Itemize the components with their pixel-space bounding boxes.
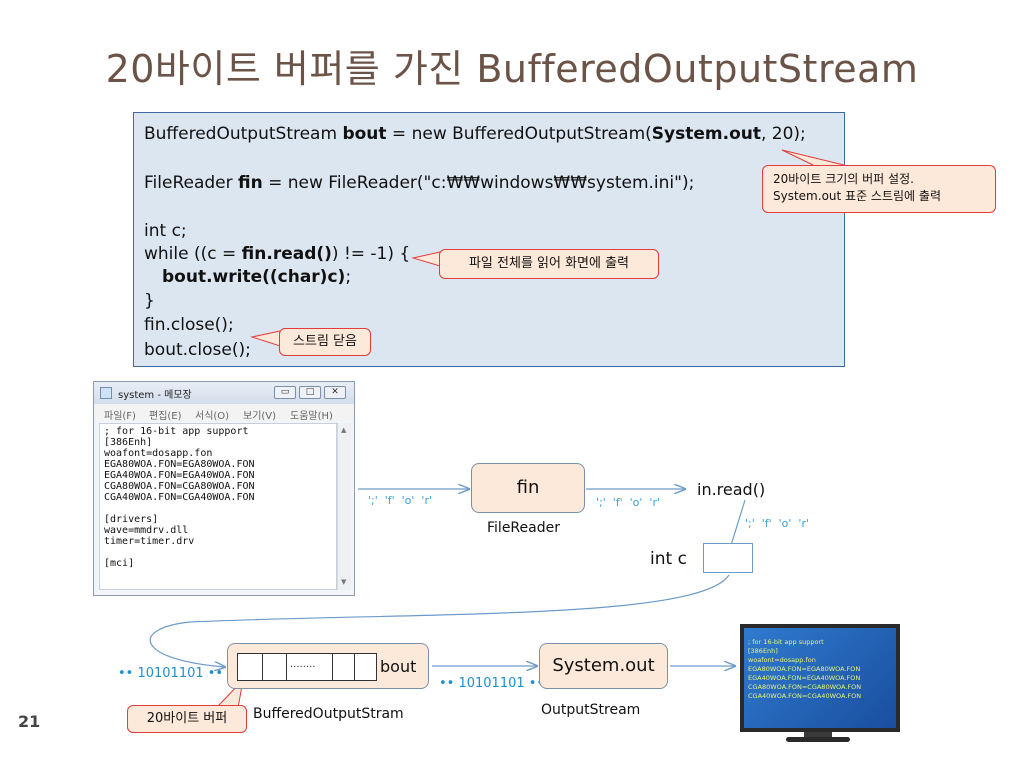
monitor-neck (804, 732, 832, 738)
notepad-line: timer=timer.drv (104, 536, 195, 547)
code-text: = new BufferedOutputStream( (386, 124, 652, 144)
notepad-line: CGA40WOA.FON=CGA40WOA.FON (104, 492, 255, 503)
minimize-button[interactable]: ▭ (274, 386, 296, 399)
callout-text: 20바이트 크기의 버퍼 설정. (773, 172, 914, 186)
code-text: BufferedOutputStream (144, 124, 343, 144)
bits-mid: •• 10101101 •• (439, 676, 545, 691)
maximize-button[interactable]: □ (299, 386, 321, 399)
menu-format[interactable]: 서식(O) (195, 411, 230, 422)
callout-text: System.out 표준 스트림에 출력 (773, 189, 941, 203)
notepad-text-area[interactable]: ; for 16-bit app support [386Enh] woafon… (99, 423, 337, 590)
code-bold: System.out (651, 124, 761, 144)
code-text: , 20); (760, 124, 806, 144)
scroll-up-icon[interactable]: ▲ (341, 426, 347, 434)
bout-label: bout (380, 657, 417, 676)
code-line-7: fin.close(); (144, 315, 234, 335)
menu-edit[interactable]: 편집(E) (149, 411, 182, 422)
menu-view[interactable]: 보기(V) (243, 411, 277, 422)
bits-left: •• 10101101 •• (118, 666, 224, 681)
callout-close: 스트림 닫음 (279, 328, 371, 356)
buffer-dots: ........ (290, 659, 316, 670)
intc-box (703, 543, 753, 573)
code-text: FileReader (144, 173, 239, 193)
chars-label-2: ';' 'f' 'o' 'r' (596, 496, 661, 509)
bufferedoutputstream-label: BufferedOutputStram (253, 706, 404, 722)
monitor-line: woafont=dosapp.fon (748, 656, 816, 664)
notepad-menubar: 파일(F) 편집(E) 서식(O) 보기(V) 도움말(H) (94, 404, 354, 422)
slide-title: 20바이트 버퍼를 가진 BufferedOutputStream (105, 47, 919, 91)
filereader-label: FileReader (487, 520, 560, 536)
monitor-line: CGA80WOA.FON=CGA80WOA.FON (748, 683, 862, 691)
chars-label-3: ';' 'f' 'o' 'r' (745, 517, 810, 530)
close-button[interactable]: ✕ (324, 386, 346, 399)
scroll-down-icon[interactable]: ▼ (341, 578, 347, 586)
code-text: ) != -1) { (331, 244, 411, 264)
monitor-line: CGA40WOA.FON=CGA40WOA.FON (748, 692, 862, 700)
page-number: 21 (18, 712, 41, 731)
callout-buffer20: 20바이트 버퍼 (127, 705, 247, 733)
monitor-line: EGA40WOA.FON=EGA40WOA.FON (748, 674, 861, 682)
callout-read-all: 파일 전체를 읽어 화면에 출력 (439, 249, 659, 279)
buffer-cells: ........ (237, 653, 377, 681)
notepad-window: system - 메모장 ▭ □ ✕ 파일(F) 편집(E) 서식(O) 보기(… (93, 381, 355, 596)
notepad-icon (100, 387, 112, 399)
fin-node: fin (471, 463, 585, 513)
notepad-line: [386Enh] (104, 437, 153, 448)
monitor-line: [386Enh] (748, 647, 778, 655)
code-line-8: bout.close(); (144, 340, 251, 360)
systemout-node: System.out (539, 643, 668, 689)
code-text: = new FileReader("c:₩₩windows₩₩system.in… (262, 173, 695, 193)
code-line-6: } (144, 291, 155, 311)
monitor-screen: ; for 16-bit app support [386Enh] woafon… (740, 624, 900, 732)
notepad-line: [drivers] (104, 514, 159, 525)
code-line-3: int c; (144, 221, 187, 241)
monitor-line: EGA80WOA.FON=EGA80WOA.FON (748, 665, 861, 673)
monitor-line: ; for 16-bit app support (748, 638, 824, 646)
menu-file[interactable]: 파일(F) (104, 411, 136, 422)
notepad-title: system - 메모장 (118, 390, 192, 401)
menu-help[interactable]: 도움말(H) (290, 411, 333, 422)
code-bold: fin.read() (241, 244, 332, 264)
code-line-4: while ((c = fin.read()) != -1) { (144, 244, 410, 264)
notepad-line: EGA80WOA.FON=EGA80WOA.FON (104, 459, 255, 470)
code-text: while ((c = (144, 244, 242, 264)
chars-label-1: ';' 'f' 'o' 'r' (368, 494, 433, 507)
notepad-line: [mci] (104, 558, 135, 569)
code-bold: fin (238, 173, 263, 193)
notepad-line: wave=mmdrv.dll (104, 525, 189, 536)
code-line-5: bout.write((char)c); (162, 267, 351, 287)
intc-label: int c (650, 549, 687, 569)
outputstream-label: OutputStream (541, 702, 641, 718)
notepad-line: woafont=dosapp.fon (104, 448, 213, 459)
callout-buffer-setting: 20바이트 크기의 버퍼 설정. System.out 표준 스트림에 출력 (762, 165, 996, 213)
code-line-1: BufferedOutputStream bout = new Buffered… (144, 124, 806, 144)
notepad-line: EGA40WOA.FON=EGA40WOA.FON (104, 470, 255, 481)
notepad-line: CGA80WOA.FON=CGA80WOA.FON (104, 481, 255, 492)
inread-label: in.read() (697, 480, 766, 499)
code-text: ; (345, 267, 352, 287)
monitor-base (786, 737, 850, 742)
notepad-line: ; for 16-bit app support (104, 426, 249, 437)
code-line-2: FileReader fin = new FileReader("c:₩₩win… (144, 173, 694, 193)
notepad-scrollbar[interactable]: ▲ ▼ (337, 423, 351, 590)
code-bold: bout.write((char)c) (162, 267, 346, 287)
code-bold: bout (342, 124, 387, 144)
code-box (133, 112, 845, 367)
notepad-titlebar: system - 메모장 ▭ □ ✕ (94, 382, 354, 404)
